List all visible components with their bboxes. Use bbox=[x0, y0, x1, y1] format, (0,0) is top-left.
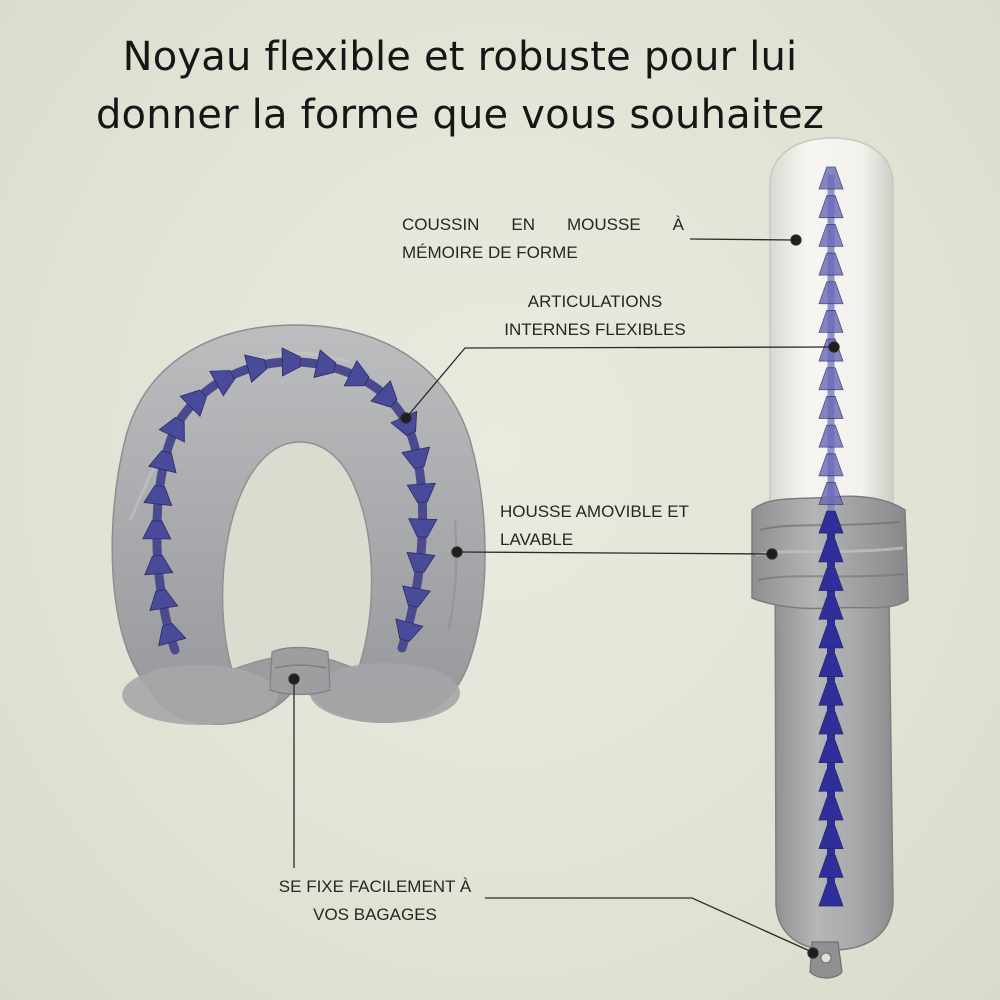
callout-fixe-line-1: SE FIXE FACILEMENT À bbox=[278, 877, 472, 896]
straight-joint-segment bbox=[818, 596, 844, 620]
callout-articulations-line-2: INTERNES FLEXIBLES bbox=[504, 320, 686, 339]
u-joint-segment bbox=[408, 518, 438, 538]
headline-line-1: Noyau flexible et robuste pour lui bbox=[122, 34, 798, 80]
leader-coussin bbox=[689, 238, 796, 241]
straight-joint-segment bbox=[818, 424, 844, 448]
u-joint-segment bbox=[142, 520, 172, 540]
u-pillow bbox=[111, 324, 486, 725]
callout-coussin-line-2: MÉMOIRE DE FORME bbox=[402, 243, 578, 262]
straight-joint-chain bbox=[818, 166, 844, 907]
callout-leaders bbox=[288, 234, 840, 959]
straight-joint-segment bbox=[818, 223, 844, 247]
straight-joint-segment bbox=[818, 740, 844, 763]
callout-coussin-line-1: COUSSIN EN MOUSSE À bbox=[402, 215, 684, 234]
u-pillow-right-end bbox=[310, 663, 460, 723]
callout-fixe-line-2: VOS BAGAGES bbox=[313, 905, 437, 924]
u-joint-segment bbox=[343, 360, 370, 387]
straight-joint-segment bbox=[818, 854, 844, 878]
callout-housse-line-1: HOUSSE AMOVIBLE ET bbox=[500, 502, 689, 521]
callout-housse-line-2: LAVABLE bbox=[500, 530, 574, 549]
leader-fixe bbox=[485, 897, 813, 953]
straight-joint-segment bbox=[818, 711, 844, 735]
straight-joint-segment bbox=[818, 309, 844, 333]
straight-joint-segment bbox=[818, 568, 844, 591]
leader-housse-dot-left bbox=[451, 546, 463, 558]
straight-joint-segment bbox=[818, 510, 844, 534]
callout-articulations: ARTICULATIONS INTERNES FLEXIBLES bbox=[492, 288, 698, 344]
straight-joint-segment bbox=[818, 682, 844, 706]
luggage-strap bbox=[269, 646, 331, 696]
u-joint-segment bbox=[244, 354, 268, 383]
u-joint-chain bbox=[142, 347, 438, 647]
straight-joint-segment bbox=[818, 252, 844, 276]
straight-joint-segment bbox=[818, 826, 844, 850]
callout-coussin: COUSSIN EN MOUSSE À MÉMOIRE DE FORME bbox=[402, 211, 684, 267]
callout-fixe: SE FIXE FACILEMENT À VOS BAGAGES bbox=[262, 873, 488, 929]
callout-articulations-line-1: ARTICULATIONS bbox=[527, 292, 663, 311]
leader-fixe-dot-right bbox=[807, 947, 819, 959]
straight-joint-segment bbox=[818, 195, 844, 219]
straight-joint-segment bbox=[818, 166, 844, 190]
straight-joint-segment bbox=[818, 625, 844, 649]
u-joint-segment bbox=[402, 585, 431, 608]
straight-joint-segment bbox=[818, 281, 844, 305]
u-joint-segment bbox=[313, 349, 337, 378]
u-joint-segment bbox=[370, 380, 398, 408]
straight-joint-segment bbox=[818, 539, 844, 563]
u-joint-segment bbox=[158, 417, 185, 443]
u-joint-segment bbox=[179, 389, 207, 417]
straight-pillow bbox=[751, 137, 909, 979]
u-joint-segment bbox=[401, 446, 431, 469]
callout-housse: HOUSSE AMOVIBLE ET LAVABLE bbox=[500, 498, 720, 554]
u-joint-segment bbox=[209, 370, 236, 397]
leader-fixe-dot-top bbox=[288, 673, 300, 685]
straight-joint-segment bbox=[818, 396, 844, 419]
u-joint-segment bbox=[406, 482, 436, 503]
u-joint-segment bbox=[149, 589, 179, 612]
straight-joint-segment bbox=[818, 654, 844, 677]
headline: Noyau flexible et robuste pour lui donne… bbox=[0, 28, 920, 144]
leader-articulations-dot-left bbox=[400, 412, 412, 424]
u-joint-segment bbox=[143, 485, 173, 506]
headline-line-2: donner la forme que vous souhaitez bbox=[95, 92, 825, 138]
straight-joint-segment bbox=[818, 768, 844, 792]
leader-housse bbox=[457, 551, 772, 555]
straight-joint-segment bbox=[818, 367, 844, 391]
leader-coussin-dot bbox=[790, 234, 802, 246]
leader-housse-dot-right bbox=[766, 548, 778, 560]
straight-joint-segment bbox=[818, 453, 844, 477]
straight-joint-segment bbox=[818, 482, 844, 505]
u-joint-segment bbox=[158, 622, 187, 647]
u-pillow-left-end bbox=[122, 665, 278, 725]
leader-articulations-dot-right bbox=[828, 341, 840, 353]
u-joint-segment bbox=[144, 554, 174, 576]
straight-joint-segment bbox=[818, 883, 844, 907]
leader-articulations bbox=[405, 346, 834, 419]
u-joint-segment bbox=[406, 551, 436, 573]
u-joint-segment bbox=[148, 450, 177, 474]
u-joint-segment bbox=[281, 347, 301, 377]
u-joint-segment bbox=[395, 618, 424, 642]
straight-joint-segment bbox=[818, 797, 844, 821]
